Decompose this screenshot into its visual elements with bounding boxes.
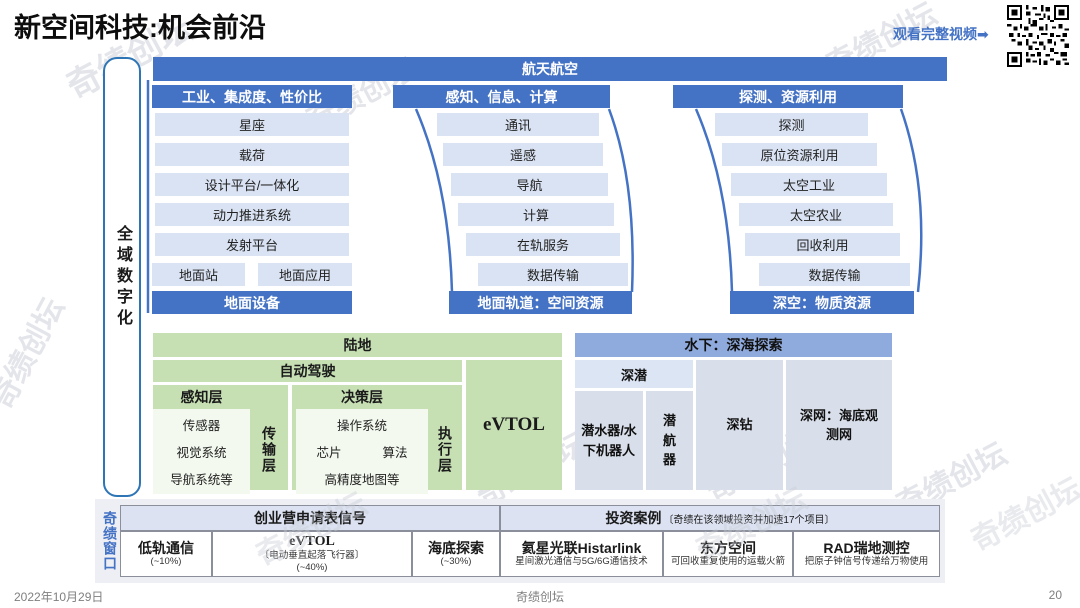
col2-item: 计算 [458, 203, 614, 226]
footer-brand: 奇绩创坛 [515, 590, 564, 604]
col1-item: 发射平台 [155, 233, 349, 256]
invest-header-cell: 投资案例 〔奇绩在该领域投资并加速17个项目〕 [500, 505, 940, 531]
cell-sub: (~30%) [440, 556, 472, 568]
decision-list: 操作系统 芯片 算法 高精度地图等 [296, 409, 428, 494]
decision-item: 算法 [382, 446, 408, 460]
perception-list: 传感器 视觉系统 导航系统等 [153, 409, 250, 494]
cell-sub: (~10%) [150, 556, 182, 568]
col3-item: 原位资源利用 [722, 143, 877, 166]
col1-item: 设计平台/一体化 [155, 173, 349, 196]
qr-code [1007, 5, 1069, 67]
col1-item: 星座 [155, 113, 349, 136]
submersible-cell: 潜水器/水下机器人 [575, 391, 643, 490]
cell-title: 低轨通信 [138, 540, 194, 557]
invest-cell: 氦星光联Histarlink 星间激光通信与5G/6G通信技术 [500, 531, 663, 577]
sidebar-label: 全域数字化 [114, 224, 131, 330]
watch-video-link[interactable]: 观看完整视频➡ [893, 24, 989, 44]
col1-item: 载荷 [155, 143, 349, 166]
invest-cell: 东方空间 可回收重复使用的运载火箭 [663, 531, 793, 577]
perception-item: 视觉系统 [176, 446, 227, 460]
cell-title: RAD瑞地测控 [823, 540, 910, 557]
cell-sub: (~40%) [296, 562, 328, 574]
decision-item: 芯片 [316, 446, 342, 460]
col1-item: 动力推进系统 [155, 203, 349, 226]
decision-item: 高精度地图等 [324, 473, 400, 487]
aerospace-header-bar: 航天航空 [153, 57, 947, 81]
execution-layer-strip: 执行层 [428, 409, 462, 490]
decision-band: 决策层 操作系统 芯片 算法 高精度地图等 执行层 [292, 385, 462, 494]
invest-cell: RAD瑞地测控 把原子钟信号传递给万物使用 [793, 531, 940, 577]
col1-item-ground-app: 地面应用 [258, 263, 352, 286]
qiji-window-label: 奇绩窗口 [102, 511, 118, 571]
col3-footer: 深空：物质资源 [730, 291, 914, 314]
signal-cell: 海底探索 (~30%) [412, 531, 500, 577]
cell-sub: 可回收重复使用的运载火箭 [670, 556, 785, 568]
evtol-cell: eVTOL [466, 360, 562, 490]
cell-title: 海底探索 [428, 540, 484, 557]
col2-item: 导航 [451, 173, 608, 196]
decision-item: 操作系统 [336, 419, 387, 433]
footer-page-number: 20 [1048, 588, 1062, 602]
autodrive-bar: 自动驾驶 [153, 360, 462, 382]
decision-header: 决策层 [341, 389, 383, 405]
execution-layer-label: 执行层 [437, 425, 453, 474]
land-header-bar: 陆地 [153, 333, 562, 357]
underwater-header-bar: 水下：深海探索 [575, 333, 892, 357]
sidebar-digitalization: 全域数字化 [103, 57, 141, 497]
qiji-window-label-box: 奇绩窗口 [99, 503, 121, 579]
perception-item: 导航系统等 [170, 473, 233, 487]
col1-footer: 地面设备 [152, 291, 352, 314]
col2-item: 在轨服务 [466, 233, 620, 256]
col2-footer: 地面轨道：空间资源 [449, 291, 632, 314]
col2-item: 数据传输 [478, 263, 628, 286]
uuv-cell: 潜航器 [646, 391, 693, 490]
invest-header-label: 投资案例 [605, 510, 662, 526]
cell-sub: 把原子钟信号传递给万物使用 [804, 556, 929, 568]
col3-item: 回收利用 [745, 233, 900, 256]
signal-header-cell: 创业营申请表信号 [120, 505, 500, 531]
col3-item: 探测 [715, 113, 868, 136]
seafloor-network-cell: 深网：海底观测网 [786, 360, 892, 490]
transmission-layer-strip: 传输层 [250, 409, 288, 490]
col2-header: 感知、信息、计算 [393, 85, 610, 108]
signal-cell: 低轨通信 (~10%) [120, 531, 212, 577]
arrow-right-icon: ➡ [977, 26, 989, 42]
transmission-layer-label: 传输层 [261, 425, 277, 474]
col2-item: 遥感 [443, 143, 603, 166]
col3-item: 太空工业 [731, 173, 887, 196]
col2-item: 通讯 [437, 113, 599, 136]
col1-item-ground-station: 地面站 [152, 263, 245, 286]
col1-header: 工业、集成度、性价比 [152, 85, 352, 108]
cell-title: 氦星光联Histarlink [521, 540, 642, 557]
cell-sub: 星间激光通信与5G/6G通信技术 [515, 556, 648, 568]
deep-dive-bar: 深潜 [575, 360, 693, 388]
signal-cell: eVTOL 〔电动垂直起落飞行器〕 (~40%) [212, 531, 412, 577]
perception-header: 感知层 [180, 389, 223, 405]
perception-band: 感知层 传感器 视觉系统 导航系统等 传输层 [153, 385, 288, 494]
perception-item: 传感器 [182, 419, 221, 433]
cell-title: 东方空间 [700, 540, 756, 557]
footer-date: 2022年10月29日 [14, 590, 104, 604]
col3-item: 数据传输 [759, 263, 910, 286]
col3-item: 太空农业 [739, 203, 893, 226]
col3-header: 探测、资源利用 [673, 85, 903, 108]
cell-title: eVTOL [289, 534, 335, 550]
invest-header-note: 〔奇绩在该领域投资并加速17个项目〕 [663, 514, 835, 526]
deep-drill-cell: 深钻 [696, 360, 783, 490]
cell-sub: 〔电动垂直起落飞行器〕 [259, 550, 365, 562]
watch-video-label[interactable]: 观看完整视频 [893, 26, 977, 42]
page-title: 新空间科技:机会前沿 [14, 13, 266, 43]
